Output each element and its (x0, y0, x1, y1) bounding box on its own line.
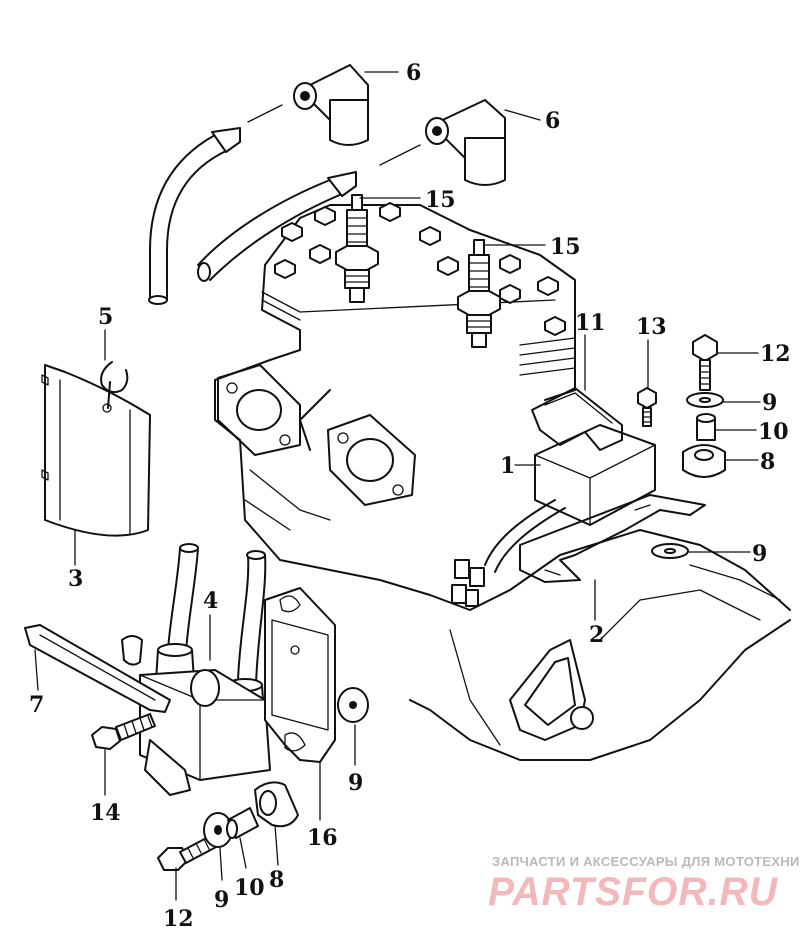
bolt-13 (637, 387, 657, 427)
head-bolts (274, 202, 566, 336)
watermark-tagline: ЗАПЧАСТИ И АКСЕССУАРЫ ДЛЯ МОТОТЕХНИКИ (492, 854, 800, 869)
high-tension-lead-left (148, 127, 241, 305)
bracket-16 (264, 587, 336, 763)
grommet-8-upper (682, 444, 726, 478)
callout-4: 4 (203, 588, 218, 614)
callout-6-upper: 6 (406, 60, 421, 86)
callout-9-upper: 9 (762, 390, 777, 416)
callout-16: 16 (307, 825, 338, 851)
plug-cap-right (425, 99, 506, 186)
callout-2: 2 (589, 622, 604, 648)
callout-12-lower: 12 (163, 906, 194, 932)
callout-9-right: 9 (348, 770, 363, 796)
callout-13: 13 (636, 314, 667, 340)
callout-9-lower: 9 (214, 887, 229, 913)
callout-12-upper: 12 (760, 341, 791, 367)
collar-10-lower (226, 807, 259, 839)
callout-8-lower: 8 (269, 867, 284, 893)
washer-9-upper (686, 392, 724, 408)
exhaust-flange-left (217, 364, 301, 456)
callout-9-mid: 9 (752, 541, 767, 567)
callout-15-lower: 15 (550, 234, 581, 260)
callout-8-upper: 8 (760, 449, 775, 475)
high-tension-lead-right (197, 171, 357, 282)
washer-9-lower (203, 812, 233, 848)
callout-3: 3 (68, 566, 83, 592)
watermark-brand: PARTSFOR.RU (488, 870, 778, 914)
bolt-14 (91, 713, 156, 750)
engine-block (214, 202, 791, 761)
bolt-12-upper (692, 334, 718, 391)
callout-10-lower: 10 (234, 875, 265, 901)
bracket-7 (24, 624, 171, 713)
watermark: ЗАПЧАСТИ И АКСЕССУАРЫ ДЛЯ МОТОТЕХНИКИ PA… (488, 854, 800, 914)
washer-9-mid (651, 543, 689, 559)
grommet-8-lower (254, 781, 299, 828)
coil-cover-3 (41, 364, 151, 537)
plug-cap-left (293, 64, 369, 146)
callout-6-lower: 6 (545, 108, 560, 134)
coil-bracket-2 (519, 494, 706, 583)
callout-15-upper: 15 (425, 187, 456, 213)
exhaust-flange-right (327, 414, 416, 506)
spark-plug-left (335, 194, 379, 303)
spark-plug-right (457, 239, 501, 348)
callout-5: 5 (98, 304, 113, 330)
callout-11: 11 (575, 310, 606, 336)
washer-9-right (337, 687, 369, 723)
callout-10-upper: 10 (758, 419, 789, 445)
callout-14: 14 (90, 800, 121, 826)
crankcase-mount (509, 639, 594, 741)
ignition-coil-4 (139, 543, 271, 796)
collar-10-upper (696, 413, 716, 441)
callout-7: 7 (29, 692, 44, 718)
callout-labels: 6 6 15 15 11 13 12 9 10 8 1 9 2 5 3 4 7 … (29, 60, 791, 932)
callout-1: 1 (500, 453, 515, 479)
clip-5 (100, 361, 129, 413)
leader-lines (34, 71, 761, 901)
